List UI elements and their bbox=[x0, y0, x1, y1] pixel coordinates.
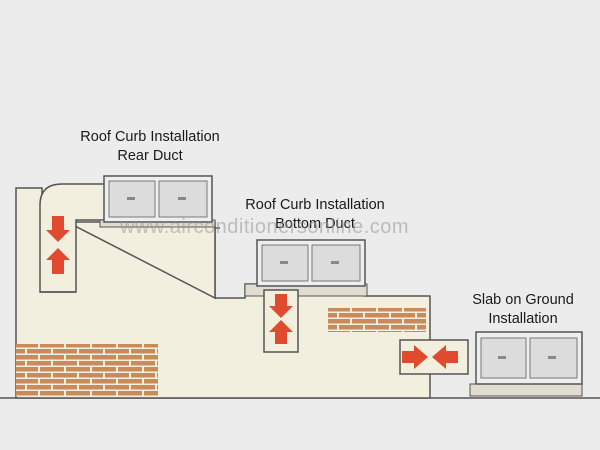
bottom-duct-label-line2: Bottom Duct bbox=[275, 216, 355, 232]
slab-label-line1: Slab on Ground bbox=[472, 292, 574, 308]
brick-wall-right bbox=[328, 308, 426, 332]
slab-label-line2: Installation bbox=[488, 311, 558, 327]
brick-wall-left bbox=[16, 344, 158, 396]
bottom-duct-label: Roof Curb Installation Bottom Duct bbox=[225, 196, 405, 234]
bottom-duct-return-arrow-icon bbox=[269, 320, 293, 344]
bottom-duct-supply-arrow-icon bbox=[269, 294, 293, 318]
rear-duct-return-arrow-icon bbox=[46, 248, 70, 274]
watermark: www.airconditionersonline.com bbox=[120, 216, 410, 238]
bottom-duct-label-line1: Roof Curb Installation bbox=[245, 197, 385, 213]
rear-duct-label: Roof Curb Installation Rear Duct bbox=[60, 128, 240, 166]
rear-duct-unit-icon bbox=[103, 175, 213, 223]
slab-label: Slab on Ground Installation bbox=[448, 291, 598, 329]
rear-duct-label-line1: Roof Curb Installation bbox=[80, 129, 220, 145]
bottom-duct-unit-icon bbox=[256, 239, 366, 287]
slab-return-arrow-icon bbox=[432, 345, 458, 369]
ground-slab bbox=[469, 383, 583, 397]
rear-duct-supply-arrow-icon bbox=[46, 216, 70, 242]
slab-supply-arrow-icon bbox=[402, 345, 428, 369]
slab-unit-icon bbox=[475, 331, 583, 385]
rear-duct-label-line2: Rear Duct bbox=[117, 148, 183, 164]
